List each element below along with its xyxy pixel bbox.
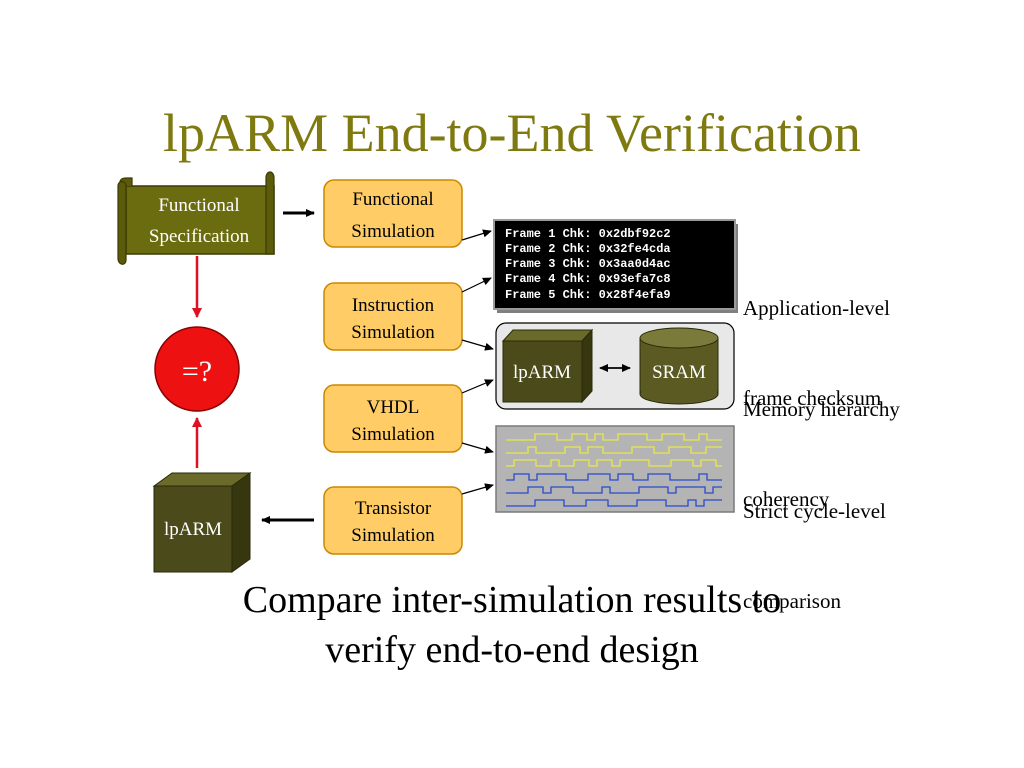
sim-label-line1: Functional (352, 189, 433, 210)
checksum-line: Frame 4 Chk: 0x93efa7c8 (505, 272, 671, 286)
result-line1: Application-level (743, 296, 890, 320)
arrow-instruction-to-memory (461, 339, 494, 351)
sim-label-line1: Instruction (352, 295, 435, 316)
arrow-transistor-to-waveform (461, 483, 494, 495)
vhdl-simulation-box: VHDL Simulation (323, 384, 463, 453)
arrow-instruction-to-checksum (461, 277, 492, 293)
waveform-trace (506, 446, 722, 454)
arrow-vhdl-to-memory (461, 379, 494, 394)
waveform-trace (506, 433, 722, 441)
caption-line2: verify end-to-end design (325, 629, 699, 671)
arrow-vhdl-to-waveform (461, 442, 494, 454)
sram-label: SRAM (652, 362, 706, 383)
checksum-line: Frame 5 Chk: 0x28f4efa9 (505, 288, 671, 302)
sim-label-line1: Transistor (355, 498, 432, 519)
result-label-memory: Memory hierarchy coherency (743, 334, 900, 544)
result-label-cycle: Strict cycle-level comparison (743, 436, 886, 646)
result-line1: Strict cycle-level (743, 499, 886, 523)
result-line1: Memory hierarchy (743, 397, 900, 421)
arrow-functional-to-checksum (461, 229, 492, 241)
spec-line1: Functional (158, 195, 239, 216)
checksum-line: Frame 3 Chk: 0x3aa0d4ac (505, 257, 671, 271)
comparison-circle: =? (154, 326, 240, 412)
waveform-panel (495, 425, 735, 513)
lparm-chip-label: lpARM (513, 362, 571, 383)
checksum-line: Frame 1 Chk: 0x2dbf92c2 (505, 227, 671, 241)
functional-specification-scroll: Functional Specification (117, 171, 275, 265)
waveform-trace (506, 486, 722, 494)
compare-label: =? (182, 355, 212, 388)
transistor-simulation-box: Transistor Simulation (323, 486, 463, 555)
lparm-cube: lpARM (152, 472, 252, 573)
sim-label-line2: Simulation (351, 525, 435, 546)
page-title: lpARM End-to-End Verification (163, 103, 861, 163)
sim-label-line2: Simulation (351, 221, 435, 242)
lparm-chip: lpARM (501, 328, 594, 404)
sim-label-line1: VHDL (367, 397, 420, 418)
checksum-line: Frame 2 Chk: 0x32fe4cda (505, 242, 671, 256)
result-label-checksum: Application-level frame checksum (743, 233, 890, 443)
waveform-trace (506, 473, 722, 481)
spec-line2: Specification (149, 226, 250, 247)
lparm-cube-label: lpARM (164, 519, 222, 540)
sim-label-line2: Simulation (351, 424, 435, 445)
waveform-trace (506, 459, 722, 467)
caption-line1: Compare inter-simulation results to (242, 579, 782, 621)
result-line2: comparison (743, 589, 841, 613)
result-line2: coherency (743, 487, 830, 511)
result-line2: frame checksum (743, 386, 882, 410)
memory-hierarchy-panel: lpARM SRAM (495, 322, 735, 410)
instruction-simulation-box: Instruction Simulation (323, 282, 463, 351)
waveform-trace (506, 499, 722, 507)
sim-label-line2: Simulation (351, 322, 435, 343)
bottom-caption: Compare inter-simulation results to veri… (0, 575, 1024, 675)
checksum-terminal: Frame 1 Chk: 0x2dbf92c2 Frame 2 Chk: 0x3… (493, 219, 738, 313)
sram-cylinder: SRAM (639, 327, 719, 405)
functional-simulation-box: Functional Simulation (323, 179, 463, 248)
